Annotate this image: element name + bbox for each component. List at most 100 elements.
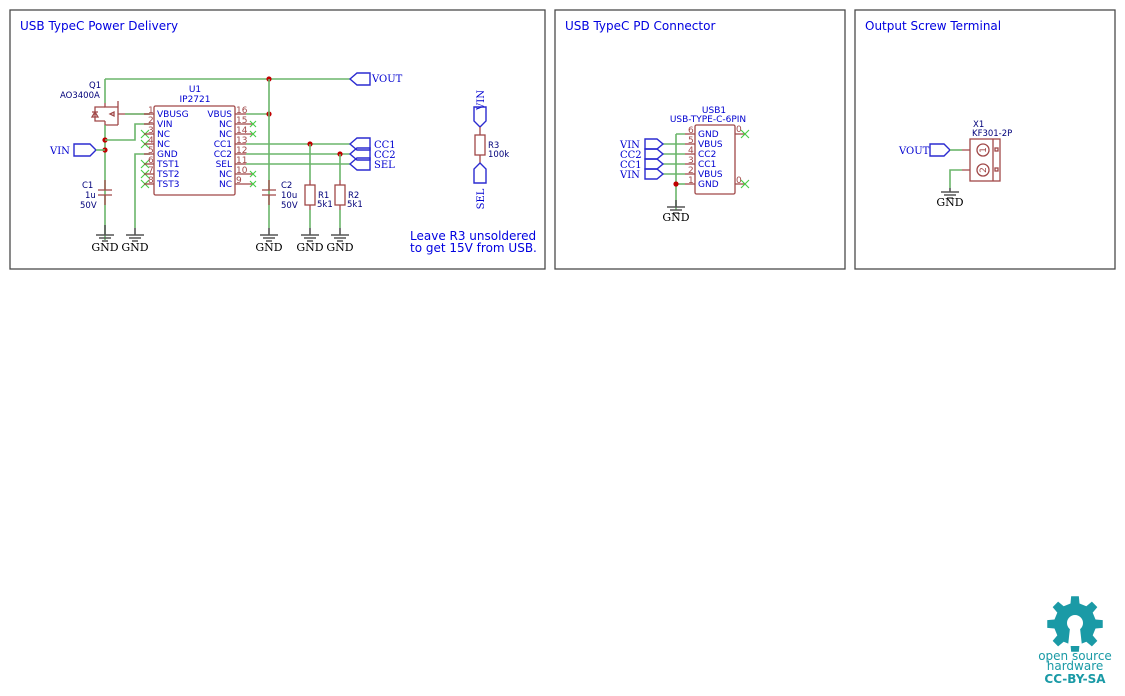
gnd-symbol [301,228,319,242]
screw-terminal-body [969,138,1001,182]
gnd-label: GND [91,241,118,254]
oshw-logo: open source hardware CC-BY-SA [1038,596,1112,686]
u1-pin-number: 15 [236,116,247,126]
junction [673,181,679,187]
no-connect-icon [249,130,257,138]
sheet-frame-power-delivery [9,9,546,270]
u1-pin-number: 10 [236,166,248,176]
shield-pins [735,133,745,185]
u1-pin-name: VIN [157,120,173,130]
u1-pin-number: 14 [236,126,248,136]
u1-pin-number: 2 [148,116,154,126]
u1-pin-number: 11 [236,156,247,166]
oshw-license: CC-BY-SA [1044,672,1106,686]
u1-pin-name: VBUS [207,110,232,120]
x1-ref: X1 [973,120,984,130]
usb-connector-body [694,124,736,195]
usb-pin-name: CC2 [698,150,716,160]
c1-voltage: 50V [80,201,97,211]
u1-pin-name: NC [157,130,170,140]
usb-net-label-shape [644,168,665,180]
r3-ref: R3 [488,141,499,151]
gnd-label: GND [296,241,323,254]
terminal-pin-1-number: 1 [979,147,989,153]
usb-net-label: VIN [619,140,640,151]
usb-net-label-shape [644,138,665,150]
terminal-leads [962,149,970,171]
gnd-symbol [941,188,959,199]
usb-pin-number: 2 [688,166,694,176]
c2-value: 10u [281,191,297,201]
gnd-symbol [667,200,685,214]
u1-pin-number: 13 [236,136,247,146]
r3-vin-label-shape [473,106,487,128]
oshw-line-1: open source [1038,649,1112,663]
r1-value: 5k1 [317,200,333,210]
r3-sel-label: SEL [476,188,487,209]
vin-label: VIN [49,146,70,157]
cc2-label: CC2 [374,150,396,161]
u1-pin-number: 9 [236,176,242,186]
usb-pin-number: 4 [688,146,694,156]
terminal-pin-2-number: 2 [979,167,989,173]
gnd-label: GND [936,196,963,209]
shield-pin-number: 0 [736,176,742,186]
resistor-r2 [334,184,346,206]
sel-label-shape [348,157,371,171]
resistor-r3 [474,134,486,156]
c2-ref: C2 [281,181,292,191]
u1-pin-number: 4 [148,136,154,146]
sel-label: SEL [374,160,395,171]
gnd-symbol [96,225,114,242]
x1-value: KF301-2P [972,129,1012,139]
wire-usb-gnd [675,133,685,210]
u1-pin-number: 7 [148,166,154,176]
u1-pin-number: 16 [236,106,248,116]
no-connect-icon [740,129,750,139]
r3-value: 100k [488,150,509,160]
u1-pin-number: 5 [148,146,154,156]
capacitor-c2 [262,180,276,205]
cc1-label: CC1 [374,140,396,151]
c1-ref: C1 [82,181,93,191]
vout-label-shape [929,143,951,157]
capacitor-c1 [98,180,112,205]
vout-label-shape [348,72,371,86]
ic-u1-body [153,105,236,196]
gnd-label: GND [326,241,353,254]
u1-pin-number: 1 [148,106,154,116]
usb-pin-name: GND [698,180,719,190]
u1-pin-name: NC [219,180,232,190]
sheet-title-connector: USB TypeC PD Connector [565,19,715,33]
r3-sel-label-shape [473,162,487,184]
power-delivery-circuit: VOUT Q1 AO3400A VIN C1 1u 50V GND [49,72,537,255]
u1-pin-name: TST2 [156,170,179,180]
r2-value: 5k1 [347,200,363,210]
sheet-frame-screw-terminal [854,9,1116,270]
mosfet-q1-symbol [90,101,150,126]
no-connect-icon [740,179,750,189]
resistor-r1 [304,184,316,206]
r2-ref: R2 [348,191,359,201]
gnd-label: GND [662,211,689,224]
terminal-vout-label: VOUT [898,146,930,157]
u1-pin-name: VBUSG [157,110,189,120]
gnd-symbol [260,228,278,242]
u1-value: IP2721 [180,95,211,105]
usb-pin-name: CC1 [698,160,716,170]
shield-pin-number: 0 [736,125,742,135]
u1-pin-name: TST3 [156,180,179,190]
usb-net-label: CC1 [620,160,642,171]
usb-net-label: VIN [619,170,640,181]
usb-pin-number: 3 [688,156,694,166]
q1-ref: Q1 [89,81,101,91]
u1-pin-name: SEL [216,160,232,170]
u1-pin-number: 6 [148,156,154,166]
wire-terminal-gnd [949,169,962,188]
no-connect-icon [249,120,257,128]
r3-vin-label: VIN [476,90,487,111]
